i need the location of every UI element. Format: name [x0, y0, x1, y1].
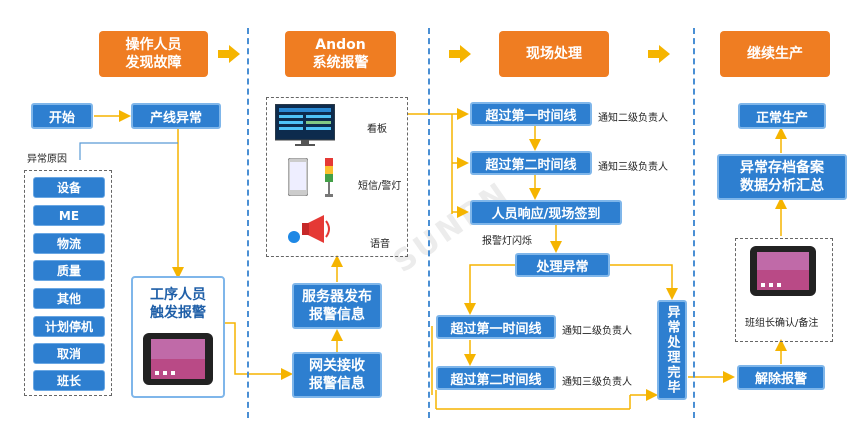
stage-on-site-handling: 现场处理: [499, 31, 609, 77]
alarm-device-panel: [266, 97, 408, 257]
normal-production-node: 正常生产: [738, 103, 826, 129]
tablet-icon-confirm: [750, 246, 816, 302]
cause-quality: 质量: [33, 260, 105, 281]
gateway-receive-node: 网关接收 报警信息: [292, 352, 382, 398]
cause-logistics: 物流: [33, 233, 105, 254]
cause-other: 其他: [33, 288, 105, 309]
device-sms-light-label: 短信/警灯: [358, 181, 402, 192]
cause-cancel: 取消: [33, 343, 105, 364]
cause-equipment: 设备: [33, 177, 105, 198]
tablet-icon: [143, 331, 213, 391]
trigger-title: 工序人员 触发报警: [150, 287, 206, 321]
separator-1: [247, 28, 249, 418]
abnormal-handled-node: 异常处理完毕: [657, 300, 687, 400]
header-arrow-1: [218, 45, 240, 67]
start-node: 开始: [31, 103, 93, 129]
header-arrow-3: [648, 45, 670, 67]
exceed-first-timeline-2: 超过第一时间线: [436, 315, 556, 339]
header-arrow-2: [449, 45, 471, 67]
speaker-icon: [286, 213, 336, 253]
cause-planned-stop: 计划停机: [33, 316, 105, 337]
archive-analysis-node: 异常存档备案 数据分析汇总: [717, 154, 847, 200]
separator-3: [693, 28, 695, 418]
warning-light-icon: [324, 158, 334, 202]
handle-abnormal-node: 处理异常: [515, 253, 610, 277]
server-publish-node: 服务器发布 报警信息: [292, 283, 382, 329]
stage-continue-production: 继续生产: [720, 31, 830, 77]
release-alarm-node: 解除报警: [737, 365, 825, 390]
device-kanban-label: 看板: [367, 124, 387, 135]
notify-level2-label-2: 通知二级负责人: [562, 326, 632, 337]
exceed-second-timeline: 超过第二时间线: [470, 151, 592, 175]
notify-level2-label: 通知二级负责人: [598, 113, 668, 124]
line-abnormal-node: 产线异常: [131, 103, 221, 129]
personnel-respond-node: 人员响应/现场签到: [470, 200, 622, 225]
abnormal-handled-text: 异常处理完毕: [664, 305, 680, 395]
team-leader-confirm-panel: [735, 238, 833, 342]
separator-2: [428, 28, 430, 418]
cause-label: 异常原因: [27, 154, 67, 165]
stage-andon-alarm: Andon 系统报警: [285, 31, 396, 77]
notify-level3-label: 通知三级负责人: [598, 162, 668, 173]
cause-me: ME: [33, 205, 105, 226]
kanban-board-icon: [274, 103, 336, 150]
phone-icon: [287, 157, 309, 200]
cause-team-leader: 班长: [33, 370, 105, 391]
notify-level3-label-2: 通知三级负责人: [562, 377, 632, 388]
team-leader-confirm-label: 班组长确认/备注: [745, 318, 819, 329]
exceed-second-timeline-2: 超过第二时间线: [436, 366, 556, 390]
stage-operator-finds-fault: 操作人员 发现故障: [99, 31, 208, 77]
device-voice-label: 语音: [370, 239, 390, 250]
alarm-light-flash-label: 报警灯闪烁: [482, 236, 532, 247]
exceed-first-timeline: 超过第一时间线: [470, 102, 592, 126]
cause-list: [24, 170, 112, 396]
